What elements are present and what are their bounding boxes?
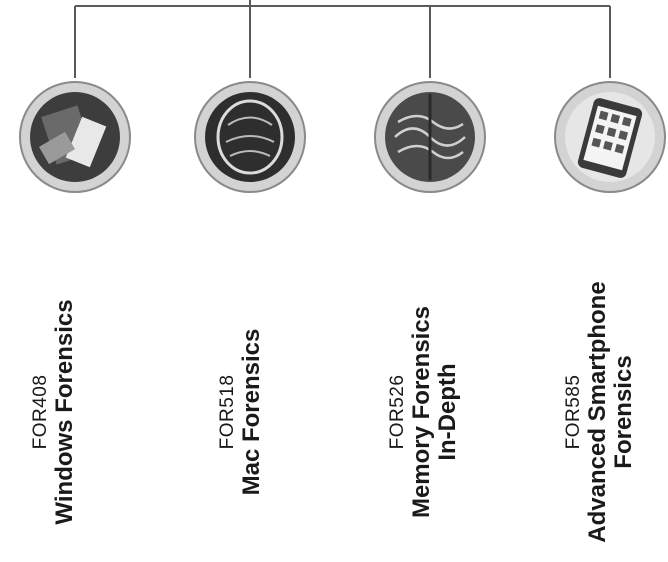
memory-forensics-image (373, 80, 487, 194)
course-code: FOR585 (563, 375, 585, 450)
course-code: FOR526 (387, 375, 409, 450)
course-card: FOR408 Windows Forensics (10, 62, 140, 527)
course-name: Memory Forensics (409, 306, 435, 518)
windows-forensics-image (18, 80, 132, 194)
course-label: FOR408 Windows Forensics (30, 262, 105, 562)
course-label: FOR585 Advanced Smartphone Forensics (563, 262, 638, 562)
course-card: FOR518 Mac Forensics (185, 62, 315, 527)
course-code: FOR408 (30, 375, 52, 450)
mac-forensics-image (193, 80, 307, 194)
course-name-line2: Forensics (611, 355, 637, 468)
course-diagram: FOR408 Windows Forensics FOR518 Mac Fore… (0, 0, 668, 527)
course-name: Windows Forensics (52, 299, 78, 524)
course-label: FOR526 Memory Forensics In-Depth (387, 262, 462, 562)
course-code: FOR518 (217, 375, 239, 450)
course-name: Mac Forensics (239, 329, 265, 496)
course-card: FOR526 Memory Forensics In-Depth (365, 62, 495, 527)
course-name-line2: In-Depth (435, 363, 461, 460)
course-label: FOR518 Mac Forensics (217, 262, 292, 562)
smartphone-forensics-image (553, 80, 667, 194)
course-card: FOR585 Advanced Smartphone Forensics (545, 62, 668, 527)
course-name: Advanced Smartphone (585, 281, 611, 542)
